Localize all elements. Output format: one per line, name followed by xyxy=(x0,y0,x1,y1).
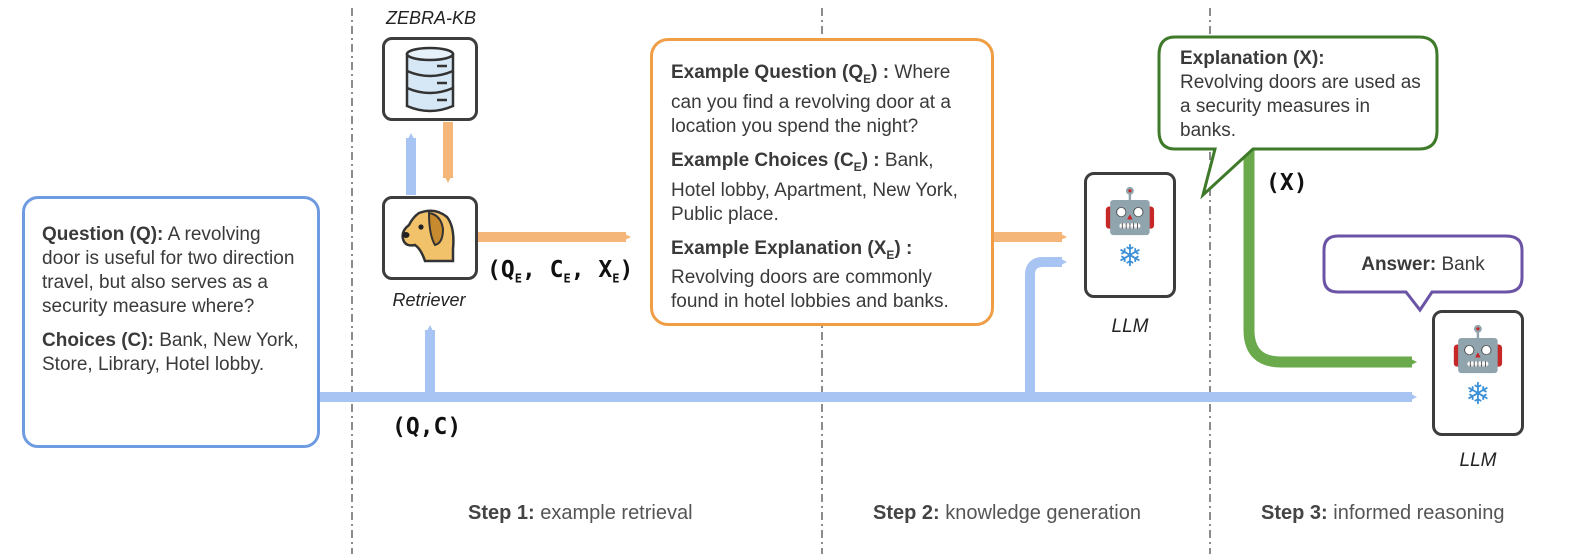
kb-box xyxy=(382,37,478,121)
qc-to-llm-arrow xyxy=(1025,257,1067,397)
explanation-bubble-shape xyxy=(1157,35,1439,200)
snowflake-icon: ❄ xyxy=(1465,378,1491,411)
retriever-label: Retriever xyxy=(392,290,466,310)
explanation-label: Explanation (X): xyxy=(1180,48,1325,69)
llm-label-step3: LLM xyxy=(1459,450,1497,471)
llm-box-step3: 🤖 ❄ xyxy=(1432,310,1524,436)
kb-label: ZEBRA-KB xyxy=(385,8,477,28)
answer-text: Bank xyxy=(1441,254,1485,275)
choices-text: Bank, New York, Store, Library, Hotel lo… xyxy=(42,330,299,375)
question-box: Question (Q): A revolving door is useful… xyxy=(22,196,320,448)
step-1-label: Step 1: example retrieval xyxy=(468,502,693,524)
step-2-label: Step 2: knowledge generation xyxy=(873,502,1141,524)
database-icon xyxy=(405,46,455,113)
retrieved-tuple-label: (QE, CE, XE) xyxy=(487,257,634,286)
example-choices-text: Bank, Hotel lobby, Apartment, New York, … xyxy=(671,149,958,225)
answer-bubble-shape xyxy=(1322,234,1524,313)
qc-label: (Q,C) xyxy=(392,414,462,440)
robot-icon: 🤖 xyxy=(1450,325,1506,374)
answer-bubble: Answer: Bank xyxy=(1325,253,1521,277)
llm-label-step2: LLM xyxy=(1111,316,1149,337)
explanation-bubble: Explanation (X): Revolving doors are use… xyxy=(1180,47,1430,143)
example-explanation-text: Revolving doors are commonly found in ho… xyxy=(671,267,949,313)
robot-icon: 🤖 xyxy=(1102,187,1158,236)
x-label: (X) xyxy=(1266,170,1308,196)
example-question-label: Example Question (QE) : xyxy=(671,62,890,86)
explanation-to-llm-arrow xyxy=(1243,150,1417,368)
explanation-text: Revolving doors are used as a security m… xyxy=(1180,72,1421,141)
choices-label: Choices (C): xyxy=(42,330,154,351)
example-question-text: Where can you find a revolving door at a… xyxy=(671,62,951,137)
example-choices-label: Example Choices (CE) : xyxy=(671,149,880,174)
retriever-box xyxy=(382,196,478,280)
dog-icon xyxy=(401,209,455,263)
llm-box-step2: 🤖 ❄ xyxy=(1084,172,1176,298)
answer-label: Answer: xyxy=(1361,254,1437,275)
question-label: Question (Q): xyxy=(42,224,164,245)
snowflake-icon: ❄ xyxy=(1117,240,1143,273)
example-explanation-label: Example Explanation (XE) : xyxy=(671,237,913,262)
question-text: A revolving door is useful for two direc… xyxy=(42,224,295,317)
example-box: Example Question (QE) : Where can you fi… xyxy=(650,38,994,326)
step-3-label: Step 3: informed reasoning xyxy=(1261,502,1505,524)
